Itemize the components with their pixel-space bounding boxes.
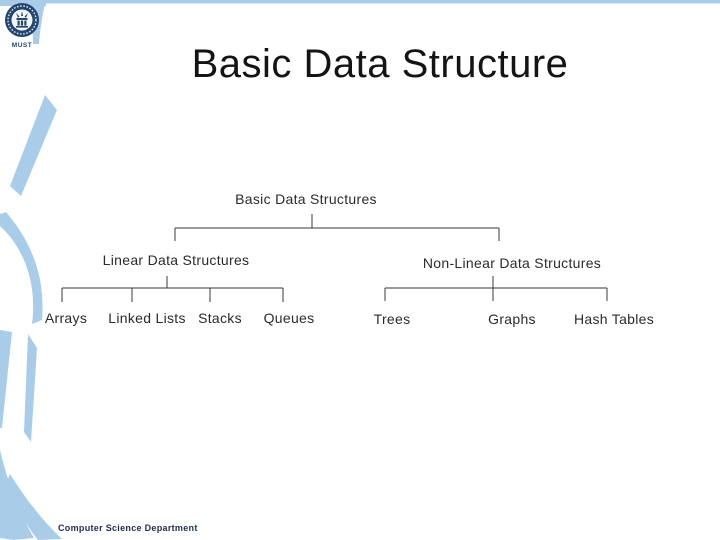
tree-leaf-arrays: Arrays (44, 310, 88, 326)
tree-root-label: Basic Data Structures (235, 191, 377, 207)
tree-leaf-trees: Trees (373, 311, 411, 327)
university-seal-icon (5, 3, 39, 37)
tree-leaf-stacks: Stacks (198, 310, 242, 326)
tree-leaf-graphs: Graphs (488, 311, 536, 327)
slide-title: Basic Data Structure (191, 42, 569, 86)
tree-branch-linear-label: Linear Data Structures (102, 252, 250, 268)
tree-leaf-queues: Queues (263, 310, 315, 326)
tree-leaf-linked-lists: Linked Lists (108, 310, 186, 326)
tree-branch-nonlinear-label: Non-Linear Data Structures (422, 255, 602, 271)
footer-department-label: Computer Science Department (58, 523, 198, 533)
logo-caption: MUST (11, 42, 33, 49)
university-logo: MUST (2, 2, 42, 49)
tree-leaf-hash-tables: Hash Tables (573, 311, 655, 327)
